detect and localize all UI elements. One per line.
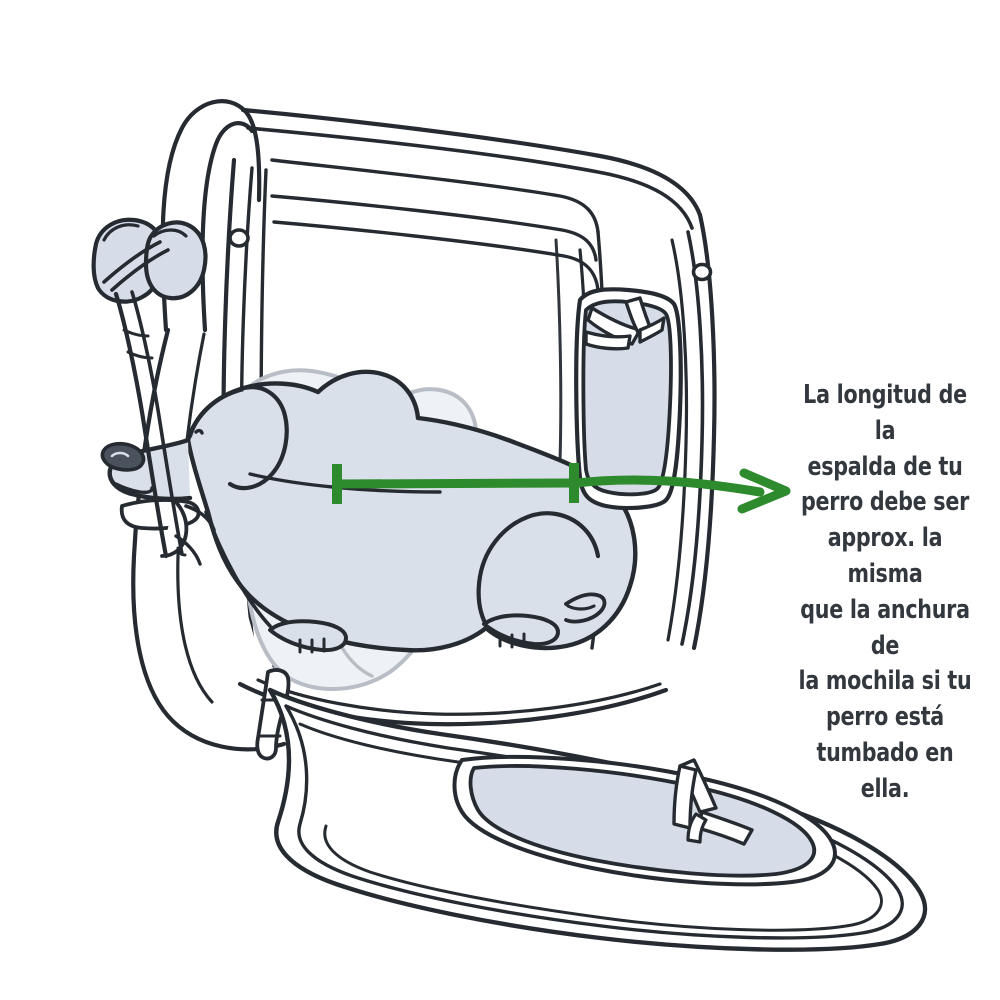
front-flap xyxy=(267,687,928,952)
side-pocket xyxy=(574,287,683,511)
eyelet-top xyxy=(228,228,250,248)
dog xyxy=(100,369,638,654)
eyelet-right xyxy=(691,262,713,282)
measure-arrow-shaft xyxy=(571,475,765,497)
measure-arrow-head xyxy=(737,468,791,514)
shoulder-strap xyxy=(91,217,208,559)
instruction-callout-text: La longitud de la espalda de tu perro de… xyxy=(798,380,972,804)
measure-bar xyxy=(336,478,577,489)
measurement-indicator xyxy=(332,463,791,514)
